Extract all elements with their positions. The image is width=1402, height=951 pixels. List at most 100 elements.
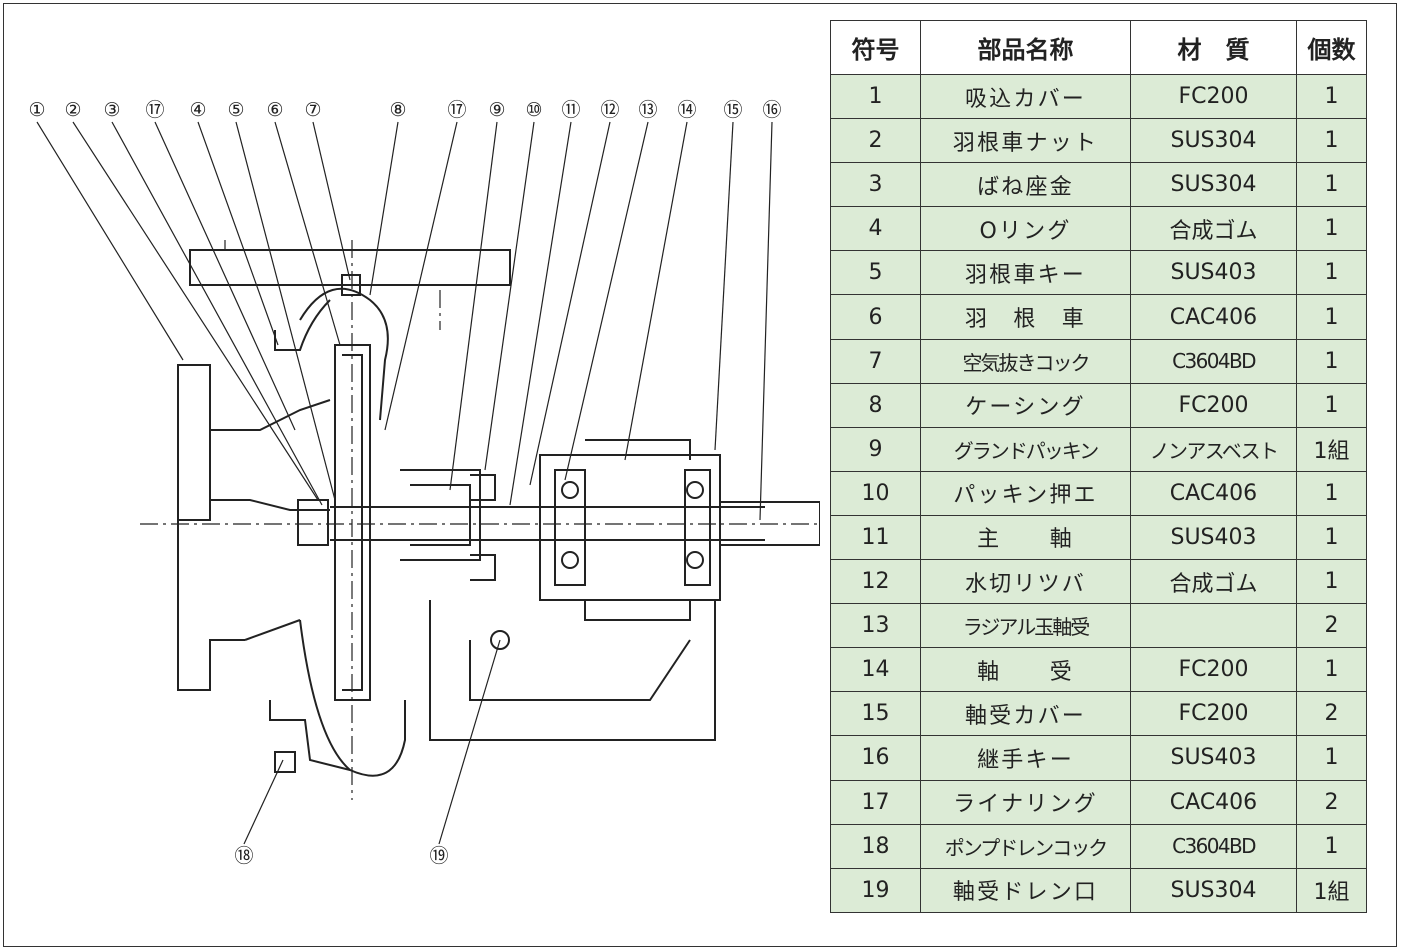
cell-material: C3604BD [1130,823,1297,869]
leader-line [624,121,688,461]
callout-label: ① [28,99,45,121]
cell-quantity: 1 [1296,338,1367,384]
callout-label: ③ [103,99,120,121]
cell-material: FC200 [1130,73,1297,120]
callout-label: ⑥ [266,99,283,121]
cell-material: SUS403 [1130,250,1297,296]
callout-label: ⑬ [638,99,657,121]
cell-quantity: 1 [1296,647,1367,693]
cell-quantity: 2 [1296,691,1367,737]
cell-symbol: 1 [830,73,921,120]
center-lines [140,240,820,800]
header-material: 材 質 [1130,20,1297,75]
cell-symbol: 5 [830,250,921,296]
cell-part-name: 軸 受 [920,647,1131,693]
cell-quantity: 1 [1296,559,1367,605]
cell-symbol: 17 [830,779,921,825]
cell-part-name: 羽根車キー [920,250,1131,296]
header-symbol: 符号 [830,20,921,75]
callout-label: ④ [189,99,206,121]
cell-symbol: 3 [830,162,921,208]
callout-label: ⑲ [429,845,448,867]
cell-symbol: 8 [830,382,921,428]
leader-line [438,639,501,845]
drawing-frame [3,3,1397,947]
leader-lines [36,121,773,845]
cell-part-name: ばね座金 [920,162,1131,208]
header-part-name: 部品名称 [920,20,1131,75]
leader-line [274,121,341,346]
cell-part-name: 水切リツバ [920,559,1131,605]
cell-part-name: 主 軸 [920,514,1131,561]
leader-line [72,121,319,501]
cell-material [1130,603,1297,649]
cell-symbol: 6 [830,294,921,340]
cell-material: CAC406 [1130,294,1297,340]
cell-material: 合成ゴム [1130,559,1297,605]
callout-label: ⑰ [145,99,164,121]
cell-symbol: 18 [830,823,921,869]
cell-part-name: パッキン押エ [920,470,1131,516]
leader-line [564,121,649,481]
cell-part-name: ライナリング [920,779,1131,825]
cell-symbol: 12 [830,559,921,605]
leader-line [197,121,279,346]
cell-quantity: 1 [1296,294,1367,340]
callout-label: ② [64,99,81,121]
cell-quantity: 1 [1296,514,1367,561]
cell-part-name: 空気抜きコック [920,338,1131,384]
cell-part-name: 羽 根 車 [920,294,1131,340]
pump-body-outline [177,249,820,777]
cell-quantity: 1 [1296,162,1367,208]
cell-part-name: 吸込カバー [920,73,1131,120]
cell-material: SUS403 [1130,735,1297,781]
callout-label: ⑪ [561,99,580,121]
leader-line [235,121,336,501]
cell-quantity: 1 [1296,470,1367,516]
cell-material: FC200 [1130,382,1297,428]
parts-table-header-row: 符号 部品名称 材 質 個数 [830,20,1367,75]
cell-material: SUS403 [1130,514,1297,561]
cell-symbol: 16 [830,735,921,781]
cell-part-name: ケーシング [920,382,1131,428]
cell-symbol: 9 [830,426,921,472]
leader-line [369,121,399,296]
cell-part-name: ラジアル玉軸受 [920,603,1131,649]
cell-part-name: グランドパッキン [920,426,1131,472]
cell-quantity: 1組 [1296,426,1367,472]
cell-quantity: 1 [1296,823,1367,869]
leader-line [509,121,572,506]
cell-symbol: 11 [830,514,921,561]
cell-part-name: 軸受カバー [920,691,1131,737]
leader-line [714,121,734,451]
leader-line [36,121,184,361]
cell-quantity: 2 [1296,603,1367,649]
cell-quantity: 1 [1296,250,1367,296]
cell-material: FC200 [1130,647,1297,693]
cell-material: ノンアスベスト [1130,426,1297,472]
cell-part-name: 軸受ドレン口 [920,867,1131,913]
callout-label: ⑯ [762,99,781,121]
cell-symbol: 7 [830,338,921,384]
cell-quantity: 1 [1296,118,1367,164]
callout-label: ⑫ [600,99,619,121]
cell-material: CAC406 [1130,470,1297,516]
leader-line [384,121,458,431]
cell-quantity: 1 [1296,73,1367,120]
callout-label: ⑭ [677,99,696,121]
